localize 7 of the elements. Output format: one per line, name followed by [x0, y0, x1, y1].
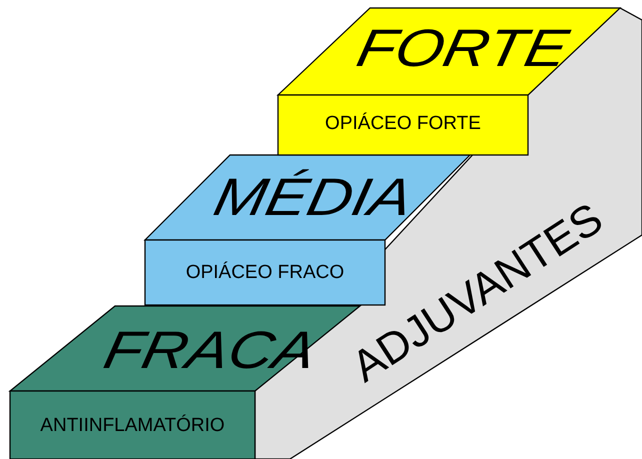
step-title: FRACA	[99, 324, 321, 378]
step-label: OPIÁCEO FORTE	[324, 113, 482, 135]
step-label: ANTIINFLAMATÓRIO	[39, 415, 226, 437]
step-label: OPIÁCEO FRACO	[184, 262, 346, 284]
stair-step	[278, 8, 620, 155]
stair-step	[10, 306, 360, 459]
step-title: FORTE	[352, 22, 573, 76]
